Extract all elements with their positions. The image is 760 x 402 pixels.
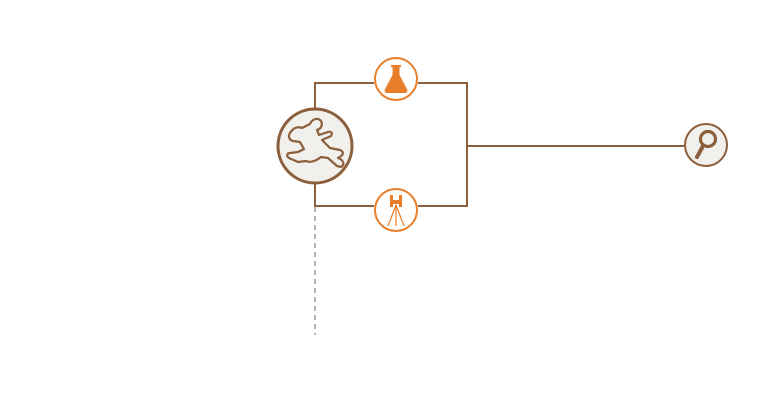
edge-scene-to-lab — [314, 82, 468, 146]
crime-scene-node[interactable] — [276, 107, 354, 185]
lab-flask-icon — [384, 65, 408, 93]
connectors — [314, 82, 684, 335]
edge-scene-to-survey — [314, 146, 468, 207]
magnifier-icon — [695, 129, 718, 159]
surveying-node[interactable] — [374, 188, 418, 232]
tripod-camera-icon — [387, 195, 405, 227]
forensic-lab-node[interactable] — [374, 57, 418, 101]
body-outline-icon — [286, 117, 345, 169]
investigation-node[interactable] — [684, 123, 728, 167]
